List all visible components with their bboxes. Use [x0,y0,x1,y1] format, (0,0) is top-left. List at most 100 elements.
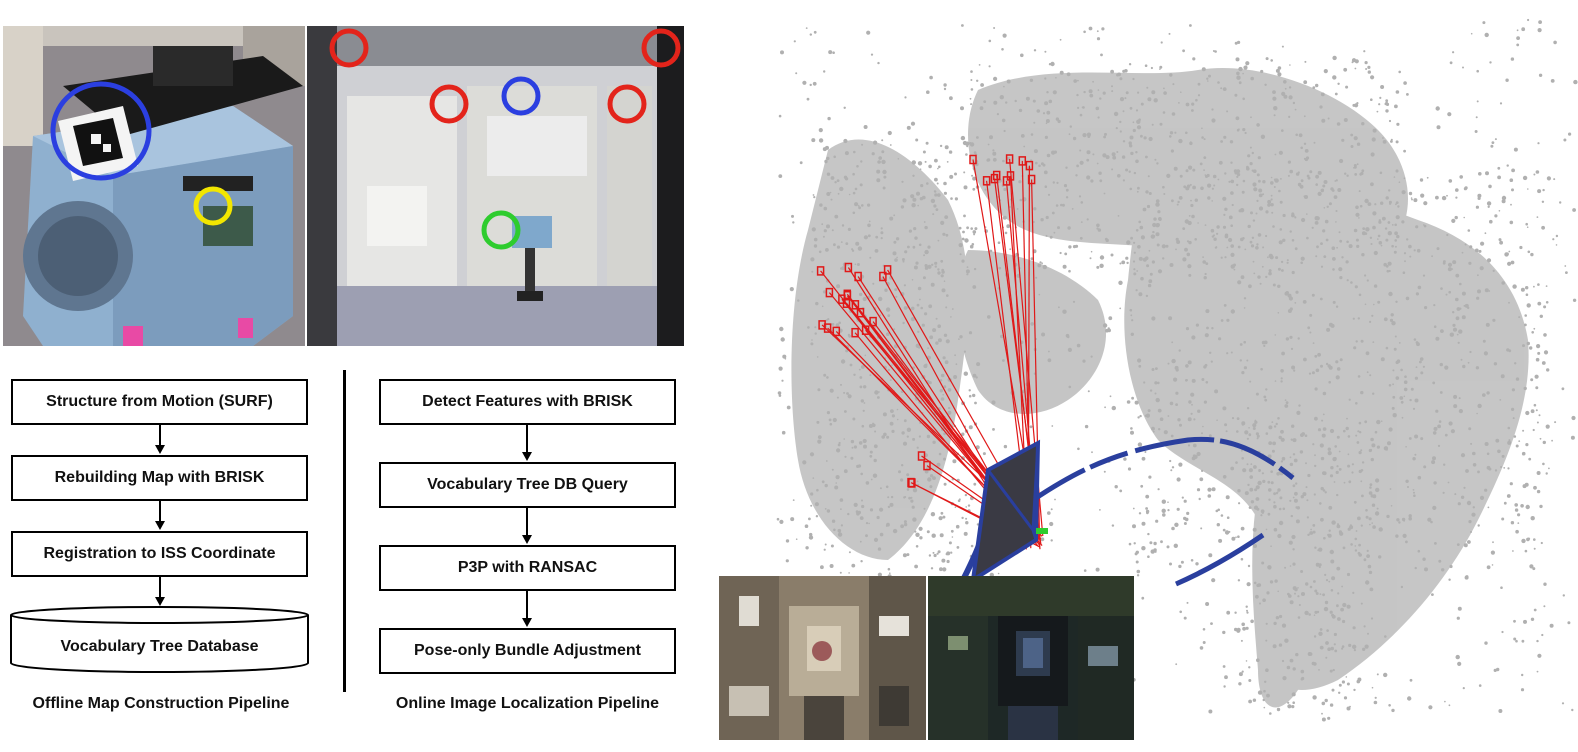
cloud-point [1257,690,1263,695]
cloud-point [1548,467,1550,470]
cloud-point [963,171,966,174]
cloud-point [1400,400,1404,404]
cloud-point [840,359,846,364]
cloud-point [1386,514,1390,519]
cloud-point [1298,184,1301,187]
online-step-4: Pose-only Bundle Adjustment [379,628,676,674]
cloud-point [1420,437,1424,441]
cloud-point [1185,364,1189,368]
cloud-point [1477,289,1481,294]
cloud-point [1162,257,1165,260]
cloud-point [1526,341,1530,346]
cloud-point [837,443,841,447]
cloud-point [1354,285,1358,289]
cloud-point [1321,712,1323,715]
cloud-point [940,220,945,225]
cloud-point [1291,270,1295,275]
cloud-point [1537,189,1542,194]
cloud-point [1465,575,1469,579]
cloud-point [1379,171,1383,175]
cloud-point [1307,473,1311,478]
cloud-point [1296,506,1300,510]
cloud-point [896,408,899,411]
cloud-point [1238,66,1243,72]
cloud-point [1242,626,1246,631]
cloud-point [1328,580,1331,583]
cloud-point [812,477,815,479]
cloud-point [1238,672,1243,677]
cloud-point [1281,351,1285,356]
cloud-point [826,411,830,415]
cloud-point [1240,639,1243,642]
cloud-point [1380,201,1384,205]
offline-step-2-label: Rebuilding Map with BRISK [54,469,265,486]
cloud-point [1096,227,1099,230]
cloud-point [836,245,841,249]
cloud-point [972,176,977,181]
cloud-point [1032,99,1036,103]
cloud-point [943,280,946,283]
cloud-point [1260,509,1265,514]
cloud-point [1270,481,1274,485]
cloud-point [1432,381,1436,385]
cloud-point [1099,97,1102,100]
cloud-point [1230,224,1233,227]
cloud-point [1371,314,1374,317]
cloud-point [1514,503,1518,507]
cloud-point [1209,351,1212,354]
cloud-point [1161,244,1166,249]
cloud-point [1215,509,1219,513]
cloud-point [1346,604,1351,609]
cloud-point [1187,264,1192,269]
cloud-point [1278,240,1283,245]
cloud-point [1427,517,1432,522]
cloud-point [892,528,898,534]
cloud-point [926,90,930,94]
cloud-point [826,157,830,160]
cloud-point [1417,475,1422,480]
cloud-point [1518,316,1521,319]
cloud-point [966,266,969,268]
cloud-point [912,488,918,493]
cloud-point [1327,117,1330,120]
cloud-point [1378,555,1382,559]
cloud-point [1096,162,1099,165]
cloud-point [947,388,952,392]
cloud-point [1353,228,1358,233]
cloud-point [859,183,863,187]
cloud-point [1133,241,1136,244]
cloud-point [1488,184,1492,189]
cloud-point [1490,550,1495,555]
cloud-point [1068,385,1072,389]
cloud-point [1277,533,1282,539]
cloud-point [932,440,936,444]
cloud-point [1385,264,1389,268]
cloud-point [942,567,947,572]
cloud-point [1132,121,1135,124]
cloud-point [1376,507,1379,510]
cloud-point [885,485,889,489]
cloud-point [1457,502,1461,506]
cloud-point [1268,269,1272,273]
cloud-point [1450,429,1455,434]
cloud-point [1245,605,1248,608]
cloud-point [1110,69,1114,74]
cloud-point [1376,419,1381,425]
cloud-point [1099,509,1101,511]
cloud-point [1352,317,1355,320]
cloud-point [1211,578,1216,583]
cloud-point [1364,198,1369,204]
cloud-point [1365,227,1370,232]
cloud-point [1357,375,1361,378]
cloud-point [1185,131,1188,135]
cloud-point [1197,409,1201,413]
cloud-point [961,24,964,27]
cloud-point [1267,512,1271,516]
cloud-point [1293,458,1298,463]
cloud-point [1055,204,1059,207]
cloud-point [1171,526,1175,531]
cloud-point [877,572,882,577]
cloud-point [931,263,934,266]
cloud-point [1274,178,1279,183]
cloud-point [1149,389,1153,392]
